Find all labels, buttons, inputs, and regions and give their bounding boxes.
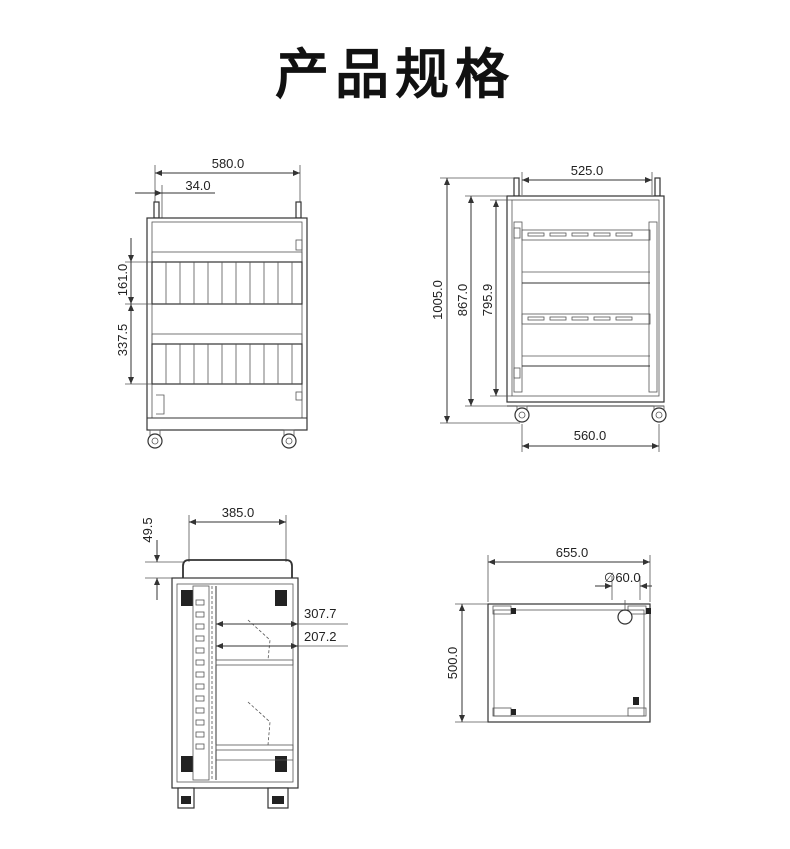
side-total-height-label: 1005.0 [430, 280, 445, 320]
section-handle-height-label: 49.5 [140, 517, 155, 542]
section-view: 385.0 49.5 [140, 505, 348, 809]
front-view: 580.0 34.0 [115, 156, 308, 449]
front-shelf-1 [151, 261, 303, 305]
bottom-wheel-label: ∅60.0 [604, 570, 641, 585]
wheel-icon [651, 407, 667, 423]
front-shelf2-label: 337.5 [115, 324, 130, 357]
front-offset-label: 34.0 [185, 178, 210, 193]
side-height2-label: 867.0 [455, 284, 470, 317]
side-height3-label: 795.9 [480, 284, 495, 317]
bottom-width-label: 655.0 [556, 545, 589, 560]
slot-column [192, 585, 210, 781]
handle [182, 559, 293, 578]
bottom-view: 655.0 ∅60.0 500.0 [445, 545, 652, 723]
side-top-width-label: 525.0 [571, 163, 604, 178]
front-frame [146, 217, 308, 431]
front-width-label: 580.0 [212, 156, 245, 171]
bottom-depth-label: 500.0 [445, 647, 460, 680]
section-depth2-label: 207.2 [304, 629, 337, 644]
page-title: 产品规格 [275, 43, 515, 106]
section-depth1-label: 307.7 [304, 606, 337, 621]
front-shelf1-label: 161.0 [115, 264, 130, 297]
wheel-icon [514, 407, 530, 423]
wheel-icon [281, 433, 297, 449]
side-shelf-1 [521, 229, 651, 241]
side-base-width-label: 560.0 [574, 428, 607, 443]
wheel-icon [617, 609, 633, 625]
side-view: 525.0 1005.0 [430, 163, 667, 452]
side-frame [506, 195, 665, 403]
front-shelf-2 [151, 343, 303, 385]
section-handle-width-label: 385.0 [222, 505, 255, 520]
wheel-icon [147, 433, 163, 449]
side-shelf-2 [521, 313, 651, 325]
